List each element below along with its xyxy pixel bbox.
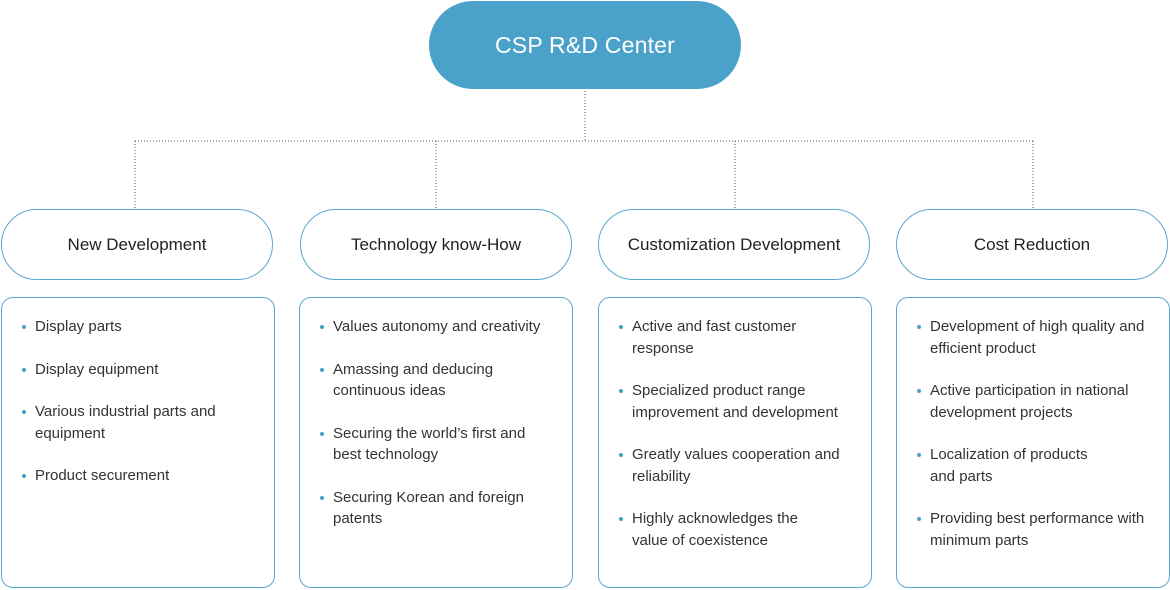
category-new-development: New Development bbox=[1, 209, 273, 280]
root-label: CSP R&D Center bbox=[494, 31, 676, 58]
item-list: Display parts Display equipment Various … bbox=[22, 316, 258, 487]
category-box-cost-reduction: Development of high quality and efficien… bbox=[896, 297, 1170, 588]
category-title: Cost Reduction bbox=[973, 234, 1091, 254]
list-item: Amassing and deducing continuous ideas bbox=[320, 359, 508, 402]
category-customization-development: Customization Development bbox=[598, 209, 870, 280]
list-item: Localization of products and parts bbox=[917, 444, 1105, 487]
list-item: Securing Korean and foreign patents bbox=[320, 487, 538, 530]
root-node: CSP R&D Center bbox=[429, 1, 741, 89]
category-title: Customization Development bbox=[627, 234, 841, 254]
category-box-customization-development: Active and fast customer response Specia… bbox=[598, 297, 872, 588]
list-item: Providing best performance with minimum … bbox=[917, 508, 1160, 551]
list-item: Highly acknowledges the value of coexist… bbox=[619, 508, 817, 551]
category-technology-know-how: Technology know-How bbox=[300, 209, 572, 280]
item-list: Active and fast customer response Specia… bbox=[619, 316, 855, 551]
list-item: Display equipment bbox=[22, 359, 258, 381]
list-item: Active participation in national develop… bbox=[917, 380, 1145, 423]
list-item: Securing the world’s first and best tech… bbox=[320, 423, 543, 466]
list-item: Development of high quality and efficien… bbox=[917, 316, 1155, 359]
category-box-new-development: Display parts Display equipment Various … bbox=[1, 297, 275, 588]
list-item: Display parts bbox=[22, 316, 258, 338]
list-item: Specialized product range improvement an… bbox=[619, 380, 857, 423]
list-item: Values autonomy and creativity bbox=[320, 316, 556, 338]
category-cost-reduction: Cost Reduction bbox=[896, 209, 1168, 280]
category-title: Technology know-How bbox=[350, 234, 522, 254]
list-item: Product securement bbox=[22, 465, 258, 487]
category-box-technology-know-how: Values autonomy and creativity Amassing … bbox=[299, 297, 573, 588]
list-item: Various industrial parts and equipment bbox=[22, 401, 230, 444]
item-list: Values autonomy and creativity Amassing … bbox=[320, 316, 556, 530]
list-item: Active and fast customer response bbox=[619, 316, 812, 359]
item-list: Development of high quality and efficien… bbox=[917, 316, 1153, 551]
list-item: Greatly values cooperation and reliabili… bbox=[619, 444, 857, 487]
category-title: New Development bbox=[67, 234, 207, 254]
